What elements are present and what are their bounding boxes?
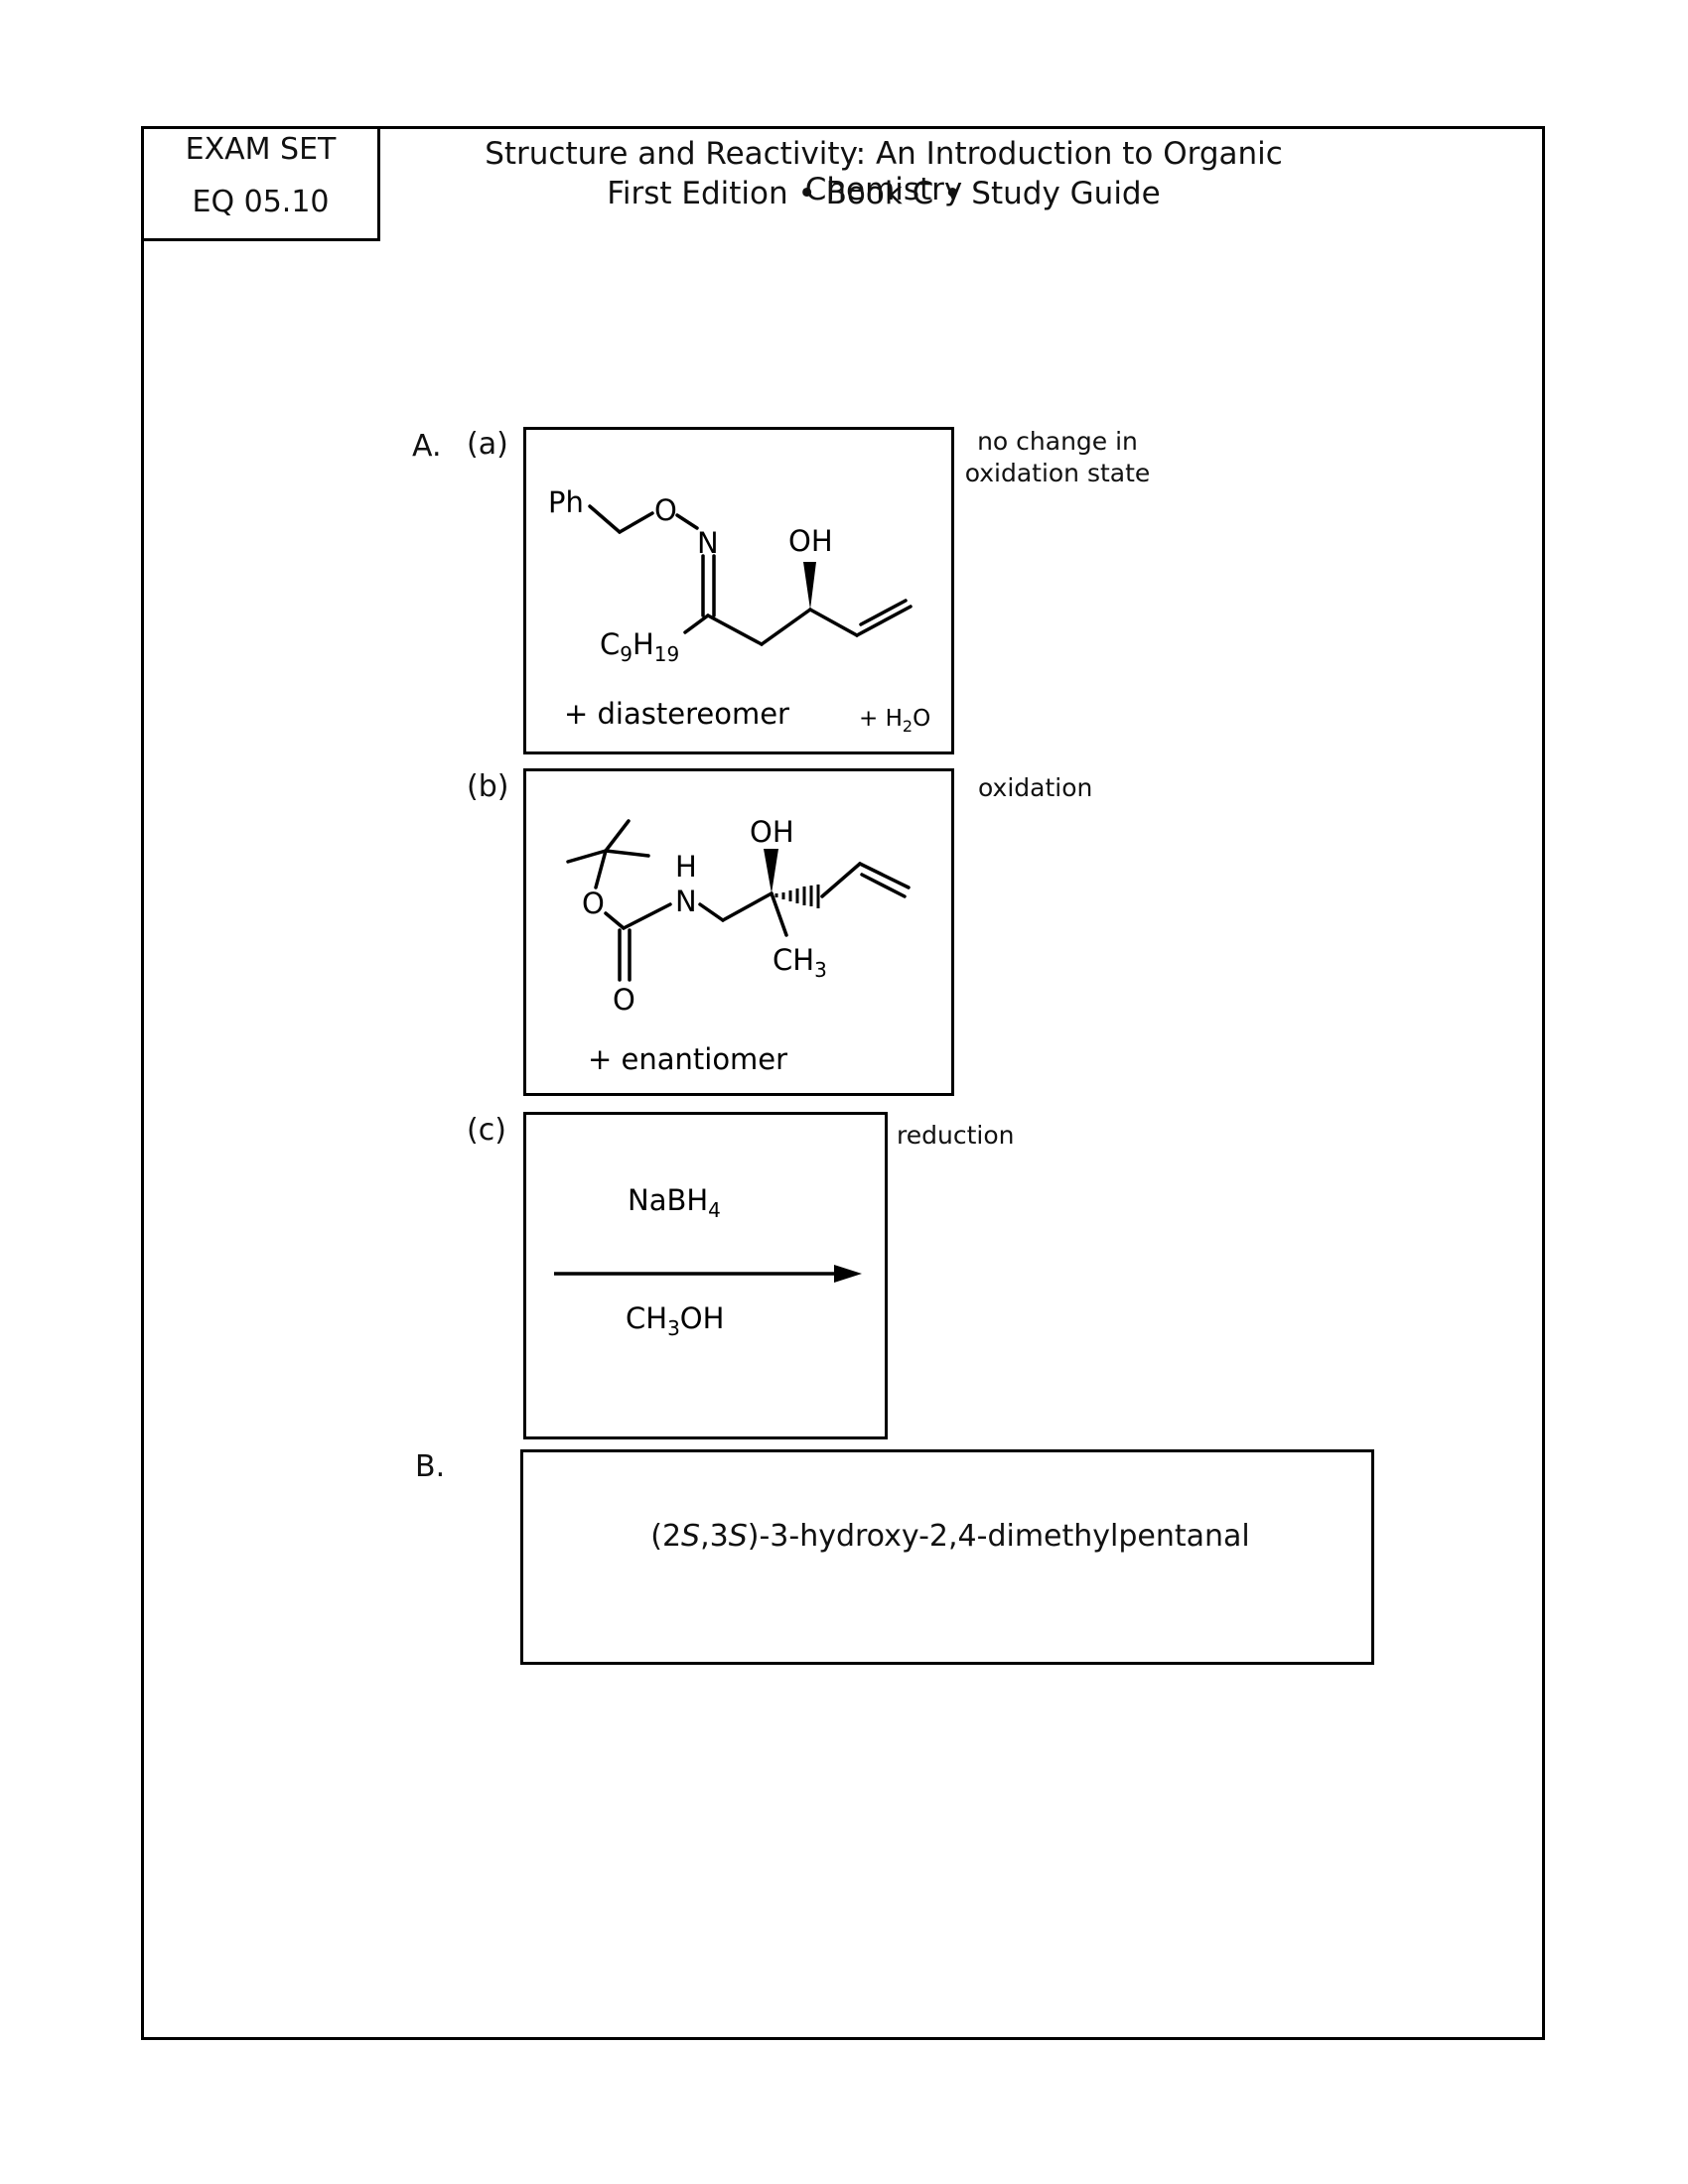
- bond-c-c9h19: [683, 614, 710, 634]
- bond-carbonyl-n: [622, 902, 672, 930]
- book-subtitle: First Edition • Book C • Study Guide: [607, 176, 1161, 211]
- bond-ch2-choh: [760, 608, 812, 646]
- solvent-ch: CH: [626, 1301, 667, 1335]
- nh-h-atom: H: [675, 850, 697, 884]
- name-stereo-1: S: [681, 1519, 701, 1554]
- boc-aminoalcohol-structure: O O H N OH CH3 + enantiomer: [566, 815, 911, 1076]
- enantiomer-caption: + enantiomer: [588, 1042, 787, 1076]
- solvent-oh: OH: [680, 1301, 725, 1335]
- wedge-bond-oh: [803, 562, 816, 610]
- bond-ch2-quatc: [721, 891, 774, 922]
- exam-set-label: EXAM SET: [185, 132, 337, 167]
- exam-question-id: EQ 05.10: [192, 185, 330, 219]
- name-part-3: )-3-hydroxy-2,4-dimethylpentanal: [747, 1519, 1250, 1554]
- reagent-nabh-main: NaBH: [628, 1183, 708, 1217]
- c-atom: C: [600, 627, 620, 661]
- ch3-group: CH3: [773, 943, 827, 982]
- name-part-2: ,3: [700, 1519, 729, 1554]
- water-subscript: 2: [903, 717, 913, 736]
- bond-quatc-ch3: [770, 891, 788, 937]
- bond-o-n: [675, 513, 699, 530]
- n-atom: N: [697, 526, 719, 560]
- section-a-label: A.: [412, 429, 442, 464]
- bond-vinyl-double-1: [855, 605, 913, 637]
- part-a-label: (a): [467, 427, 508, 462]
- nh-n-atom: N: [675, 885, 697, 918]
- bond-tbu-me2: [604, 819, 631, 853]
- answer-box-b: [520, 1449, 1374, 1665]
- water-suffix: O: [913, 706, 930, 732]
- ch3-subscript: 3: [814, 958, 827, 982]
- name-stereo-2: S: [728, 1519, 748, 1554]
- part-c-note: reduction: [897, 1121, 1015, 1150]
- water-prefix: + H: [859, 706, 903, 732]
- oh-group: OH: [750, 815, 794, 849]
- diastereomer-caption: + diastereomer: [564, 697, 789, 731]
- oxime-ether-structure: Ph O N C9H19 OH + diastereomer + H2O: [548, 485, 930, 736]
- solvent-methanol: CH3OH: [626, 1301, 724, 1340]
- part-b-label: (b): [467, 769, 509, 804]
- ch3-ch: CH: [773, 943, 814, 977]
- section-b-label: B.: [415, 1449, 446, 1484]
- part-a-note: no change in oxidation state: [958, 426, 1157, 489]
- bond-vinyl-double-1: [858, 862, 911, 889]
- reagent-nabh4: NaBH4: [628, 1183, 721, 1222]
- part-a-note-line1: no change in: [977, 427, 1138, 456]
- page-frame: [141, 126, 1545, 2040]
- bond-ph-ch2: [588, 504, 622, 534]
- reagent-box-c: NaBH4 CH3OH: [523, 1112, 888, 1439]
- bond-o-carbonyl: [604, 911, 626, 930]
- part-c-label: (c): [467, 1113, 506, 1148]
- wedge-bond-oh: [764, 849, 778, 893]
- bond-c-ch2: [706, 614, 764, 646]
- name-part-1: (2: [650, 1519, 682, 1554]
- bond-tbu-me3: [604, 849, 650, 858]
- bond-vinyl-double-2: [859, 599, 908, 626]
- solvent-subscript: 3: [667, 1316, 680, 1340]
- h-atom: H: [633, 627, 654, 661]
- exam-tag-box: [141, 126, 380, 241]
- bond-choh-vinyl: [808, 608, 859, 637]
- oh-group: OH: [788, 524, 833, 558]
- bond-vinyl-double-2: [860, 873, 907, 898]
- reaction-arrow-scheme: NaBH4 CH3OH: [554, 1183, 862, 1340]
- c-subscript: 9: [620, 642, 633, 666]
- bond-tbu-me1: [566, 849, 608, 864]
- structure-box-b: O O H N OH CH3 + enantiomer: [523, 768, 954, 1096]
- part-a-note-line2: oxidation state: [964, 459, 1151, 487]
- bond-n-ch2: [698, 902, 725, 922]
- reagent-nabh-subscript: 4: [708, 1198, 721, 1222]
- bond-ch2-o: [618, 511, 654, 534]
- part-b-note: oxidation: [978, 773, 1093, 802]
- reaction-arrow-head: [834, 1265, 862, 1283]
- book-title: Structure and Reactivity: An Introductio…: [485, 136, 1283, 207]
- hash-bond-allyl: [774, 885, 820, 908]
- h-subscript: 19: [654, 642, 679, 666]
- structure-box-a: Ph O N C9H19 OH + diastereomer + H2O: [523, 427, 954, 754]
- bond-ch2-vinyl: [820, 862, 862, 898]
- carbonyl-o-atom: O: [613, 983, 635, 1017]
- ester-o-atom: O: [582, 887, 605, 920]
- o-atom: O: [654, 493, 677, 527]
- water-byproduct: + H2O: [859, 706, 930, 736]
- c9h19-group: C9H19: [600, 627, 679, 666]
- compound-name: (2S,3S)-3-hydroxy-2,4-dimethylpentanal: [523, 1519, 1377, 1554]
- ph-atom: Ph: [548, 485, 584, 519]
- bond-tbu-o: [594, 849, 608, 889]
